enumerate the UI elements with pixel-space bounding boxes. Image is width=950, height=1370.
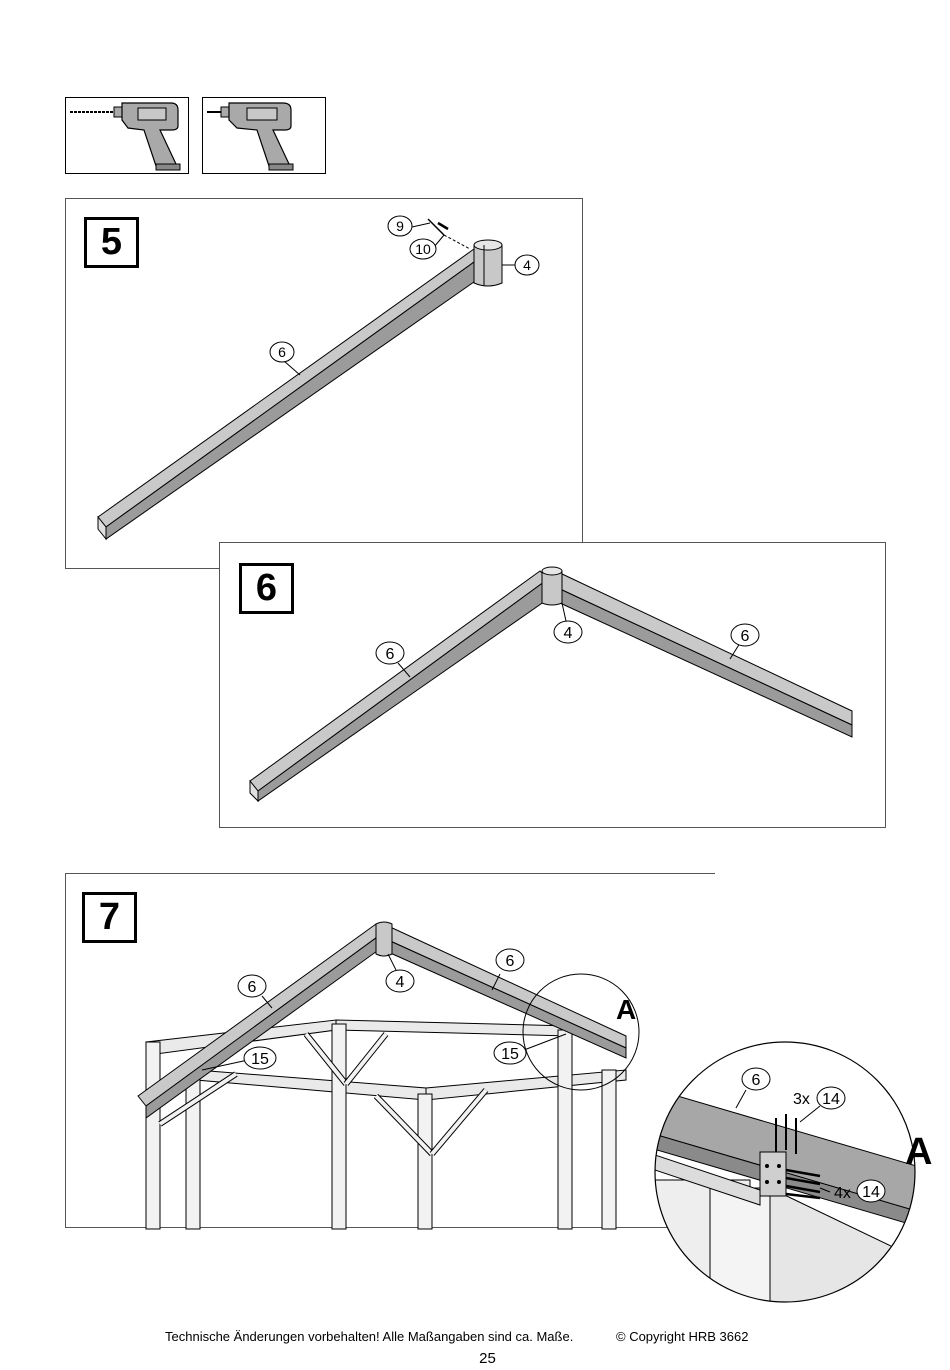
part-label: 6 (248, 979, 257, 996)
detail-marker: A (616, 994, 636, 1025)
screw-quantity-side: 4x (834, 1185, 851, 1202)
part-label: 6 (278, 344, 286, 360)
footer-copyright: © Copyright HRB 3662 (616, 1329, 749, 1344)
part-label: 10 (415, 241, 431, 257)
step-7-panel: 7 A (65, 873, 715, 1230)
part-label: 14 (862, 1184, 880, 1201)
part-label: 15 (251, 1051, 269, 1068)
step-5-panel: 5 9 10 4 6 (65, 198, 583, 569)
drill-bit-icon (70, 102, 181, 171)
page-number: 25 (479, 1350, 496, 1367)
step-7-illustration: A 4 6 6 15 15 (137, 921, 640, 1230)
step-number: 7 (82, 892, 137, 943)
step-6-panel: 6 4 6 6 (219, 542, 886, 828)
part-label: 15 (501, 1046, 519, 1063)
step-5-illustration: 9 10 4 6 (97, 215, 540, 541)
part-label: 6 (506, 953, 515, 970)
tool-screwdriver-box (202, 97, 326, 174)
part-label: 4 (564, 625, 573, 642)
step-number: 5 (84, 217, 139, 268)
footer-note: Technische Änderungen vorbehalten! Alle … (165, 1329, 574, 1344)
screwdriver-drill-icon (207, 102, 294, 171)
part-label: 4 (396, 974, 405, 991)
part-label: 14 (822, 1091, 840, 1108)
screw-quantity-top: 3x (793, 1091, 810, 1108)
part-label: 4 (523, 257, 531, 273)
step-number: 6 (239, 563, 294, 614)
part-label: 6 (386, 646, 395, 663)
step-6-illustration: 4 6 6 (249, 566, 853, 803)
part-label: 9 (396, 218, 404, 234)
detail-label: A (905, 1131, 932, 1173)
tool-drill-box (65, 97, 189, 174)
part-label: 6 (752, 1072, 761, 1089)
part-label: 6 (741, 628, 750, 645)
